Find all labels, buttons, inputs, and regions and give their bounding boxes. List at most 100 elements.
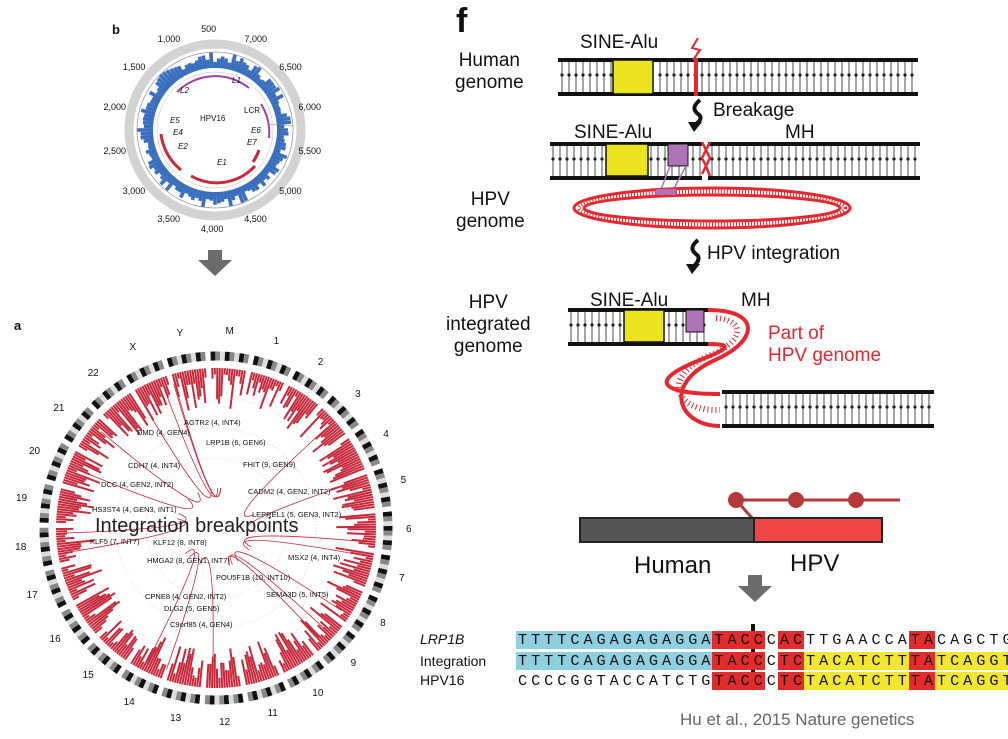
seq-name-lrp1b: LRP1B bbox=[420, 631, 465, 647]
nucleotide: G bbox=[1000, 631, 1008, 649]
nucleotide: C bbox=[869, 631, 883, 649]
nucleotide: T bbox=[882, 672, 896, 690]
nucleotide: A bbox=[777, 631, 791, 649]
chromosome-label: Y bbox=[176, 327, 184, 339]
seq-name-hpv16: HPV16 bbox=[420, 672, 465, 688]
nucleotide: T bbox=[712, 652, 726, 670]
nucleotide: G bbox=[620, 631, 634, 649]
nucleotide: T bbox=[542, 652, 556, 670]
hpv16-tick-label: 2,000 bbox=[103, 101, 127, 112]
nucleotide: T bbox=[529, 631, 543, 649]
hpv16-tick-label: 6,500 bbox=[279, 61, 302, 72]
integration-gene-label: DMD (4, GEN4) bbox=[137, 428, 190, 437]
nucleotide: C bbox=[764, 631, 778, 649]
nucleotide: T bbox=[1000, 652, 1008, 670]
integration-gene-label: FHIT (9, GEN9) bbox=[243, 460, 296, 469]
integration-gene-label: DCC (4, GEN2, INT2) bbox=[101, 480, 174, 489]
sine-alu-label-2: SINE-Alu bbox=[574, 122, 653, 143]
nucleotide: A bbox=[633, 652, 647, 670]
gene-label-e2: E2 bbox=[178, 142, 188, 151]
nucleotide: G bbox=[830, 631, 844, 649]
nucleotide: A bbox=[699, 631, 713, 649]
nucleotide: C bbox=[568, 652, 582, 670]
down-arrow-small-icon bbox=[738, 575, 772, 602]
nucleotide: A bbox=[633, 631, 647, 649]
nucleotide: T bbox=[908, 672, 922, 690]
mh-label-1: MH bbox=[785, 122, 815, 143]
chromosome-label: 10 bbox=[312, 688, 324, 700]
breakage-label: Breakage bbox=[713, 100, 795, 121]
chromosome-label: 11 bbox=[267, 708, 278, 720]
nucleotide: T bbox=[935, 652, 949, 670]
hpv-bar-label: HPV bbox=[790, 550, 840, 577]
nucleotide: G bbox=[646, 631, 661, 649]
nucleotide: C bbox=[516, 672, 530, 690]
chromosome-label: 20 bbox=[28, 445, 41, 457]
gene-label-e7: E7 bbox=[247, 138, 257, 147]
nucleotide: C bbox=[751, 652, 765, 670]
hpv16-tick-label: 1,000 bbox=[157, 33, 181, 44]
nucleotide: T bbox=[777, 652, 791, 670]
nucleotide: G bbox=[581, 672, 595, 690]
fusion-bar bbox=[579, 492, 900, 543]
integration-gene-label: C9orf85 (4, GEN4) bbox=[170, 620, 233, 629]
panel-f-label: f bbox=[456, 2, 468, 40]
human-genome-label: Human genome bbox=[455, 50, 524, 93]
hpv16-tick-label: 5,000 bbox=[279, 186, 302, 197]
nucleotide: G bbox=[594, 652, 608, 670]
sequence-hpv16: CCCCGGTACCATCTGTACCCTCTACATCTTTATCAGGTTA bbox=[516, 672, 1008, 690]
nucleotide: C bbox=[738, 652, 752, 670]
nucleotide: T bbox=[529, 652, 543, 670]
nucleotide: A bbox=[660, 631, 674, 649]
nucleotide: T bbox=[908, 652, 922, 670]
chromosome-label: 6 bbox=[405, 524, 412, 536]
nucleotide: T bbox=[804, 652, 818, 670]
chromosome-label: 8 bbox=[380, 618, 386, 630]
nucleotide: T bbox=[935, 672, 949, 690]
human-bar-label: Human bbox=[634, 552, 712, 579]
nucleotide: A bbox=[961, 652, 975, 670]
nucleotide: A bbox=[817, 672, 831, 690]
nucleotide: T bbox=[1000, 672, 1008, 690]
gene-label-e6: E6 bbox=[251, 126, 261, 135]
hpv-integration-label: HPV integration bbox=[707, 243, 841, 264]
integration-gene-label: CDH7 (4, INT4) bbox=[128, 461, 181, 470]
hpv16-tick-label: 3,000 bbox=[122, 186, 146, 197]
nucleotide: G bbox=[974, 652, 988, 670]
hpv16-tick-label: 4,500 bbox=[244, 214, 267, 225]
nucleotide: C bbox=[738, 631, 752, 649]
nucleotide: A bbox=[961, 672, 975, 690]
nucleotide: T bbox=[895, 672, 909, 690]
nucleotide: C bbox=[751, 672, 765, 690]
chromosome-label: 21 bbox=[53, 403, 65, 415]
sequence-lrp1b: TTTTCAGAGAGAGGATACCCACTTGAACCATACAGCTGCC bbox=[516, 631, 1008, 649]
hpv-circular-genome bbox=[572, 186, 852, 230]
nucleotide: C bbox=[790, 631, 805, 649]
nucleotide: T bbox=[987, 631, 1001, 649]
chromosome-label: 16 bbox=[49, 633, 61, 645]
hpv16-tick-label: 500 bbox=[201, 24, 217, 34]
nucleotide: A bbox=[660, 652, 674, 670]
gene-label-e1: E1 bbox=[217, 158, 227, 167]
hpv16-tick-label: 7,000 bbox=[244, 33, 268, 44]
nucleotide: T bbox=[804, 631, 818, 649]
sine-alu-label-3: SINE-Alu bbox=[590, 290, 669, 311]
nucleotide: T bbox=[594, 672, 608, 690]
integration-gene-label: HMGA2 (8, GEN1, INT7) bbox=[147, 556, 230, 565]
nucleotide: T bbox=[555, 652, 569, 670]
nucleotide: T bbox=[516, 652, 530, 670]
chromosome-label: 1 bbox=[273, 335, 280, 347]
nucleotide: G bbox=[673, 631, 687, 649]
hpv16-tick-label: 5,500 bbox=[298, 146, 321, 157]
nucleotide: G bbox=[673, 652, 687, 670]
integration-gene-label: CPNE8 (4, GEN2, INT2) bbox=[145, 592, 227, 601]
chromosome-label: X bbox=[129, 342, 137, 354]
chromosome-label: 15 bbox=[82, 669, 94, 681]
integration-gene-label: KLF12 (8, INT8) bbox=[153, 538, 207, 547]
nucleotide: A bbox=[921, 672, 935, 690]
nucleotide: T bbox=[882, 652, 896, 670]
nucleotide: A bbox=[843, 631, 857, 649]
integration-gene-label: DLG2 (5, GEN5) bbox=[164, 604, 220, 613]
